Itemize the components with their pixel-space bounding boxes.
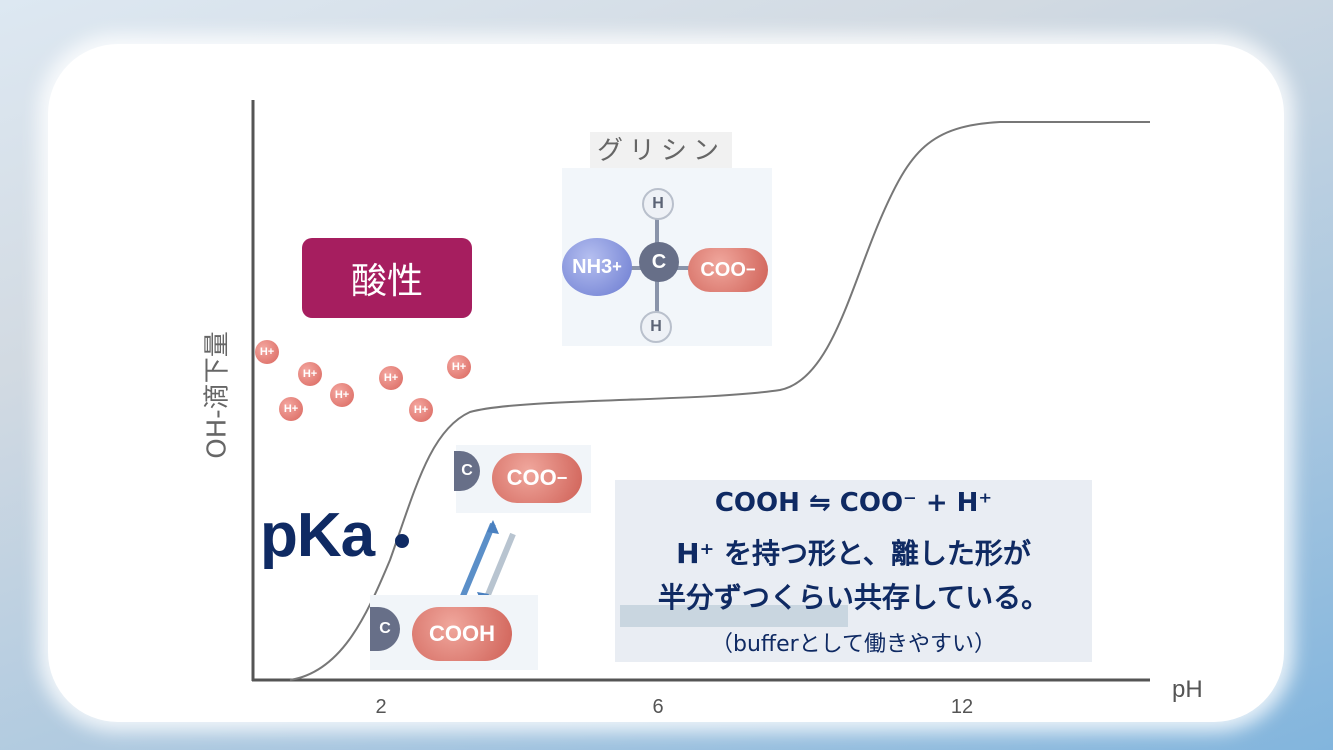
h-ion: H+ <box>379 366 403 390</box>
equilibrium-equation: COOH ⇋ COO⁻ + H⁺ <box>714 488 993 518</box>
carbon-atom: C <box>454 451 480 491</box>
x-tick: 12 <box>950 696 974 718</box>
x-axis-label: pH <box>1172 676 1203 703</box>
glycine-title: グリシン <box>590 132 732 170</box>
cooh-group: COOH <box>412 607 512 661</box>
explanation-box: COOH ⇋ COO⁻ + H⁺ H⁺ を持つ形と、離した形が 半分ずつくらい共… <box>615 480 1092 662</box>
hydrogen-atom: H <box>642 188 674 220</box>
explanation-line: H⁺ を持つ形と、離した形が <box>676 537 1031 570</box>
y-axis-label: OH-滴下量 <box>202 331 233 459</box>
coo-minus-group: COO− <box>492 453 582 503</box>
highlight-bar <box>620 605 848 627</box>
coo-group: COO− <box>688 248 768 292</box>
acidic-label: 酸性 <box>302 238 472 318</box>
titration-curve <box>289 121 1150 681</box>
explanation-line: 半分ずつくらい共存している。 <box>657 581 1050 614</box>
h-ion: H+ <box>255 340 279 364</box>
x-tick: 2 <box>375 696 387 718</box>
carboxylate-species: C COO− <box>454 445 591 513</box>
buffer-note: （bufferとして働きやすい） <box>711 632 996 657</box>
nh3-group: NH3+ <box>562 238 632 296</box>
pka-point <box>395 534 409 548</box>
carbon-atom: C <box>639 242 679 282</box>
h-ion: H+ <box>279 397 303 421</box>
pka-label: pKa <box>260 501 375 570</box>
carbon-atom: C <box>370 607 400 651</box>
glycine-molecule: H H NH3+ C COO− <box>562 168 772 346</box>
x-tick: 6 <box>652 696 664 718</box>
h-ion: H+ <box>330 383 354 407</box>
h-ion: H+ <box>447 355 471 379</box>
carboxylic-acid-species: C COOH <box>370 595 538 670</box>
h-ion: H+ <box>298 362 322 386</box>
h-ion: H+ <box>409 398 433 422</box>
hydrogen-atom: H <box>640 311 672 343</box>
